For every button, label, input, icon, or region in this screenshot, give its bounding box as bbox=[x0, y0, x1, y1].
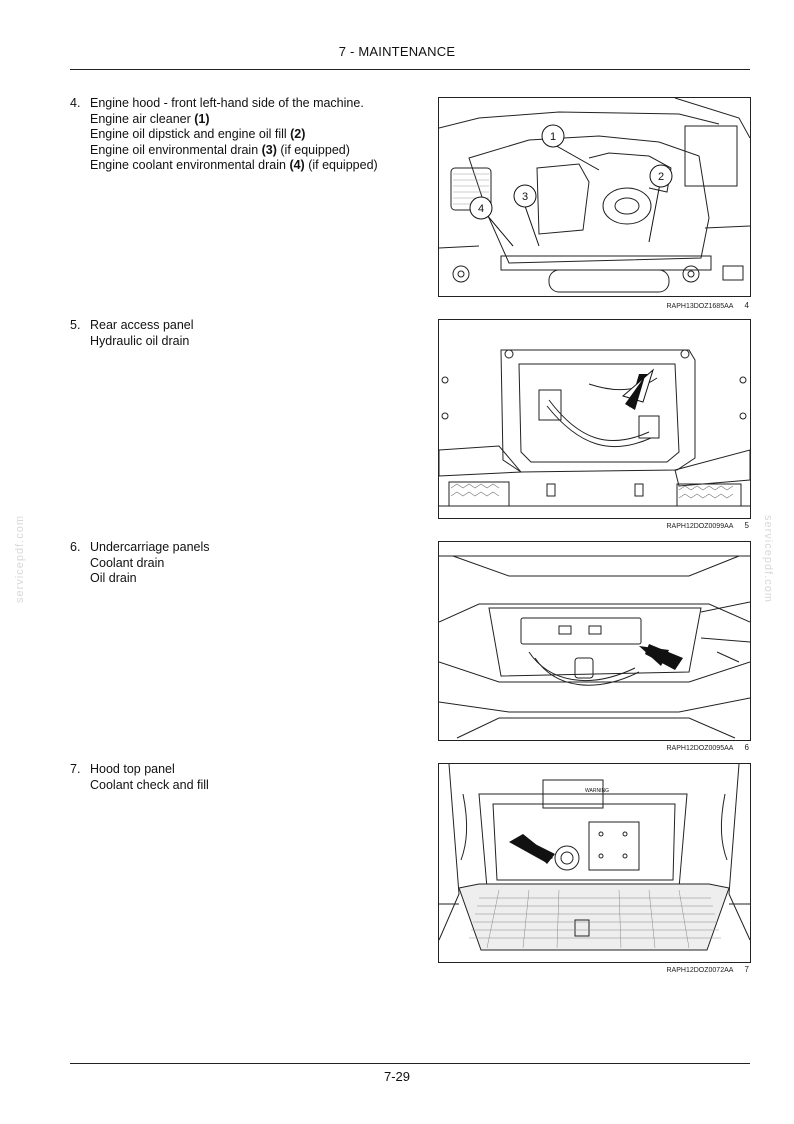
figure-code: RAPH13DOZ1685AA bbox=[666, 303, 734, 310]
text-segment: Engine oil dipstick and engine oil fill bbox=[90, 127, 291, 141]
instruction-line: Coolant check and fill bbox=[70, 778, 415, 794]
instruction-item-4: 4. Engine hood - front left-hand side of … bbox=[70, 96, 415, 174]
text-segment: Rear access panel bbox=[90, 318, 194, 332]
text-segment: Engine coolant environmental drain bbox=[90, 158, 290, 172]
figure-7-caption: RAPH12DOZ0072AA 7 bbox=[438, 965, 750, 974]
figure-code: RAPH12DOZ0072AA bbox=[666, 967, 734, 974]
text-segment: Engine air cleaner bbox=[90, 111, 195, 126]
instruction-line: 4. Engine hood - front left-hand side of … bbox=[70, 96, 415, 112]
figure-number: 7 bbox=[744, 965, 749, 974]
instruction-line: Engine air cleaner (1) bbox=[70, 112, 415, 128]
item-number-spacer bbox=[70, 556, 90, 572]
figure-code: RAPH12DOZ0095AA bbox=[666, 745, 734, 752]
instruction-line: Engine coolant environmental drain (4) (… bbox=[70, 158, 415, 174]
warning-decal-text: WARNING bbox=[585, 788, 609, 794]
instruction-text: Coolant drain bbox=[90, 556, 164, 572]
arrow-icon bbox=[621, 368, 655, 410]
text-segment: Engine hood - front left-hand side of th… bbox=[90, 96, 364, 110]
instruction-line: 6. Undercarriage panels bbox=[70, 540, 415, 556]
instruction-line: Oil drain bbox=[70, 571, 415, 587]
figure-7-hood-top-panel: WARNING bbox=[438, 763, 751, 963]
header-rule bbox=[70, 69, 750, 70]
item-number: 4. bbox=[70, 96, 81, 110]
instruction-text: Oil drain bbox=[90, 571, 137, 587]
callout-4-label: 4 bbox=[478, 203, 484, 215]
text-segment: Coolant check and fill bbox=[90, 777, 209, 792]
footer-rule bbox=[70, 1063, 750, 1064]
item-number: 6. bbox=[70, 540, 81, 554]
instruction-line: Coolant drain bbox=[70, 556, 415, 572]
instruction-text: Engine hood - front left-hand side of th… bbox=[90, 96, 364, 112]
figure-5-caption: RAPH12DOZ0099AA 5 bbox=[438, 521, 750, 530]
section-title: 7 - MAINTENANCE bbox=[338, 44, 456, 59]
text-segment: Hood top panel bbox=[90, 762, 175, 776]
item-number: 7. bbox=[70, 762, 81, 776]
item-number-spacer bbox=[70, 127, 90, 143]
callout-reference: (4) bbox=[289, 158, 305, 172]
callout-1 bbox=[541, 124, 565, 148]
arrow-icon bbox=[509, 834, 555, 864]
text-segment: (if equipped) bbox=[276, 142, 350, 157]
text-segment: (if equipped) bbox=[304, 158, 378, 172]
callout-reference: (1) bbox=[194, 111, 210, 126]
page-number: 7-29 bbox=[383, 1069, 411, 1084]
text-segment: Coolant drain bbox=[90, 555, 165, 570]
watermark-right: servicepdf.com bbox=[762, 515, 774, 603]
figure-6-caption: RAPH12DOZ0095AA 6 bbox=[438, 743, 750, 752]
callout-3-label: 3 bbox=[522, 191, 528, 203]
figure-6-undercarriage-panels bbox=[438, 541, 751, 741]
instruction-text: Engine oil environmental drain (3) (if e… bbox=[90, 143, 350, 159]
instruction-line: 7. Hood top panel bbox=[70, 762, 415, 778]
instruction-text: Hydraulic oil drain bbox=[90, 334, 189, 350]
instruction-text: Engine oil dipstick and engine oil fill … bbox=[90, 127, 305, 143]
instruction-line: 5. Rear access panel bbox=[70, 318, 415, 334]
figure-number: 6 bbox=[744, 743, 749, 752]
instruction-text: Coolant check and fill bbox=[90, 778, 209, 794]
item-number-spacer bbox=[70, 158, 90, 174]
item-number-spacer bbox=[70, 571, 90, 587]
callout-3 bbox=[513, 184, 537, 208]
callout-reference: (2) bbox=[290, 127, 306, 141]
text-segment: Undercarriage panels bbox=[90, 540, 210, 554]
instruction-text: Engine coolant environmental drain (4) (… bbox=[90, 158, 378, 174]
instruction-text: Engine air cleaner (1) bbox=[90, 112, 210, 128]
callout-4 bbox=[469, 196, 493, 220]
figure-5-rear-access-panel bbox=[438, 319, 751, 519]
figure-4-engine-hood: 1 2 3 4 bbox=[438, 97, 751, 297]
text-segment: Engine oil environmental drain bbox=[90, 142, 262, 157]
callout-reference: (3) bbox=[261, 142, 277, 157]
instruction-line: Engine oil environmental drain (3) (if e… bbox=[70, 143, 415, 159]
figure-4-caption: RAPH13DOZ1685AA 4 bbox=[438, 301, 750, 310]
instruction-text: Undercarriage panels bbox=[90, 540, 210, 556]
item-number-spacer bbox=[70, 143, 90, 159]
text-segment: Oil drain bbox=[90, 571, 137, 585]
text-segment: Hydraulic oil drain bbox=[90, 333, 190, 348]
item-number: 5. bbox=[70, 318, 81, 332]
instruction-line: Hydraulic oil drain bbox=[70, 334, 415, 350]
callout-2-label: 2 bbox=[658, 171, 664, 183]
watermark-left: servicepdf.com bbox=[14, 515, 26, 603]
figure-number: 5 bbox=[744, 521, 749, 530]
instruction-line: Engine oil dipstick and engine oil fill … bbox=[70, 127, 415, 143]
callout-2 bbox=[649, 164, 673, 188]
arrow-icon bbox=[639, 644, 683, 670]
callout-1-label: 1 bbox=[550, 131, 556, 143]
item-number-spacer bbox=[70, 334, 90, 350]
item-number-spacer bbox=[70, 778, 90, 794]
figure-number: 4 bbox=[744, 301, 749, 310]
instruction-text: Rear access panel bbox=[90, 318, 194, 334]
figure-code: RAPH12DOZ0099AA bbox=[666, 523, 734, 530]
instruction-text: Hood top panel bbox=[90, 762, 175, 778]
item-number-spacer bbox=[70, 112, 90, 128]
